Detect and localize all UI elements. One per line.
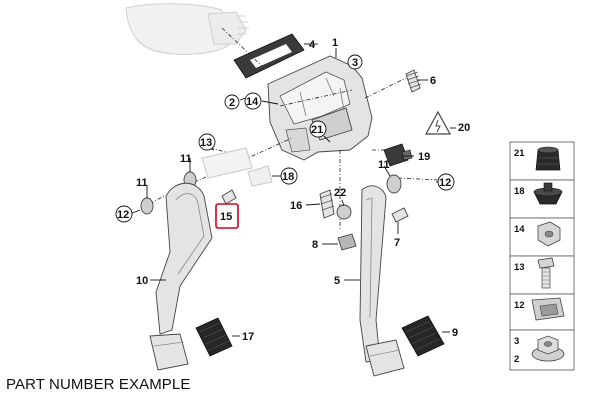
pushrod-assembly — [201, 147, 273, 187]
callout-circle-3 — [347, 54, 363, 70]
sidebar-label-3: 14 — [514, 224, 525, 235]
callout-11-top: 11 — [180, 153, 192, 165]
callout-circle-18 — [280, 167, 298, 185]
bushing-11 — [140, 171, 402, 215]
callout-5: 5 — [334, 275, 340, 287]
clutch-pedal — [149, 182, 213, 371]
callout-circle-13 — [198, 133, 216, 151]
sidebar-label-2: 18 — [514, 186, 525, 197]
sidebar-label-6-bottom: 2 — [514, 354, 519, 365]
warning-triangle-icon — [424, 110, 452, 135]
callout-3: 3 — [352, 57, 358, 69]
callout-21: 21 — [311, 124, 323, 136]
small-parts-panel: 21 18 14 13 12 3 2 — [509, 141, 575, 371]
rubber-bumper-icon — [535, 146, 561, 171]
callout-11-right: 11 — [378, 159, 390, 171]
callout-20: 20 — [458, 122, 470, 134]
clip-8 — [337, 233, 357, 251]
brake-booster — [125, 3, 249, 55]
clutch-pedal-pad — [195, 317, 233, 357]
spring-16 — [319, 189, 335, 219]
pedal-bracket — [267, 55, 373, 161]
callout-12-right: 12 — [439, 177, 451, 189]
flange-nut-icon — [531, 335, 565, 362]
brake-pedal — [359, 185, 405, 377]
callout-6: 6 — [430, 75, 436, 87]
callout-22: 22 — [334, 187, 346, 199]
pin-7 — [391, 207, 409, 223]
callout-circle-2 — [224, 94, 240, 110]
return-spring — [405, 69, 422, 93]
callout-11-left: 11 — [136, 177, 148, 189]
sidebar-label-1: 21 — [514, 148, 525, 159]
sidebar-label-5: 12 — [514, 300, 525, 311]
callout-16: 16 — [290, 200, 302, 212]
callout-9: 9 — [452, 327, 458, 339]
buffer-stop-icon — [533, 182, 563, 205]
bushing-22 — [336, 204, 352, 220]
callout-circle-12-left — [115, 205, 133, 223]
clip-nut-icon — [531, 297, 565, 321]
callout-8: 8 — [312, 239, 318, 251]
callout-4: 4 — [309, 39, 316, 51]
callout-12-left: 12 — [117, 209, 129, 221]
sidebar-label-6-top: 3 — [514, 336, 519, 347]
hex-bolt-icon — [537, 257, 555, 289]
callout-15: 15 — [220, 211, 232, 223]
caption: PART NUMBER EXAMPLE — [6, 376, 191, 393]
callout-2: 2 — [229, 97, 235, 109]
gasket — [233, 33, 305, 79]
highlighted-part-box — [215, 203, 239, 229]
callout-19: 19 — [418, 151, 430, 163]
callout-circle-12-right — [437, 173, 455, 191]
callout-17: 17 — [242, 331, 254, 343]
hex-nut-icon — [537, 221, 561, 247]
callout-7: 7 — [394, 237, 400, 249]
pin-15 — [221, 189, 237, 205]
brake-pedal-pad — [401, 315, 445, 357]
callout-circle-21 — [309, 120, 327, 138]
brake-light-switch — [383, 143, 413, 167]
callout-circle-14 — [244, 92, 262, 110]
callout-18: 18 — [282, 171, 294, 183]
callout-14: 14 — [246, 96, 259, 108]
callout-10: 10 — [136, 275, 148, 287]
callout-1: 1 — [332, 37, 338, 49]
sidebar-label-4: 13 — [514, 262, 525, 273]
callout-13: 13 — [200, 137, 212, 149]
